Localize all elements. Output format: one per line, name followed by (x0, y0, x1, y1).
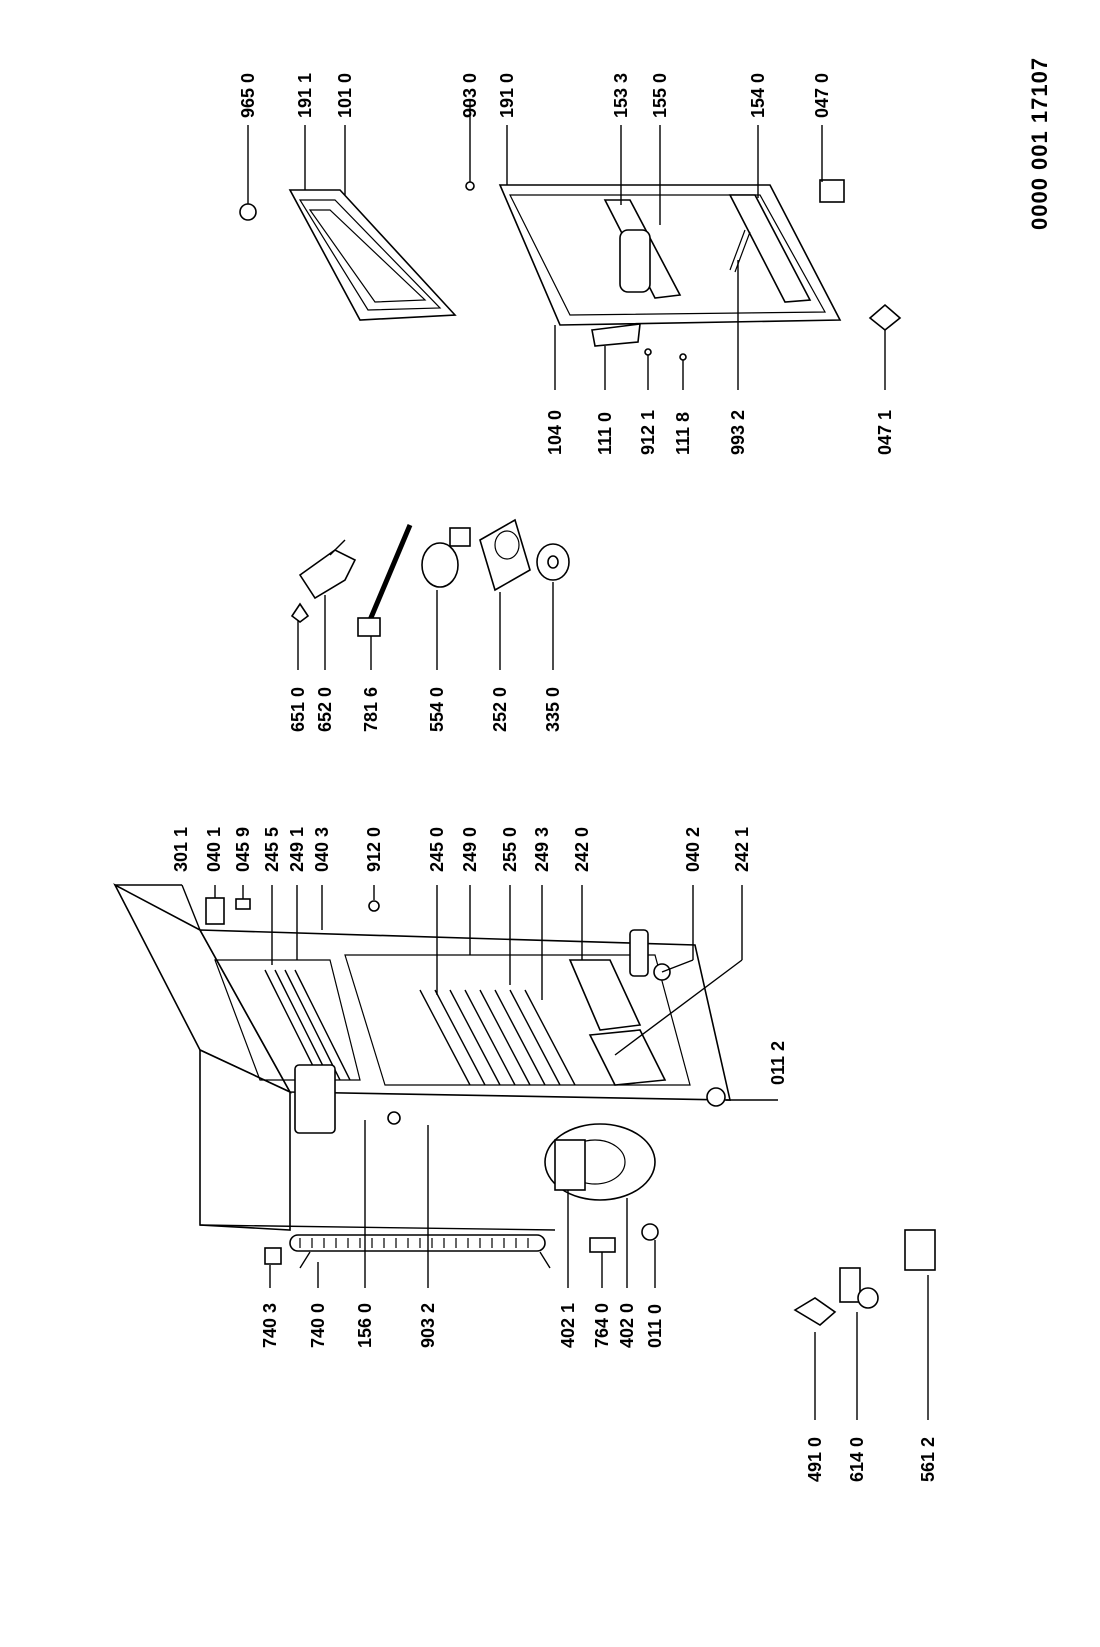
crisper-drawers (568, 959, 667, 1086)
cap-740-3 (264, 1247, 282, 1265)
cabinet-assembly (113, 883, 732, 1269)
label-903-2: 903 2 (418, 1303, 438, 1348)
loose-parts: 491 0 614 0 561 2 (793, 1229, 938, 1482)
label-040-1: 040 1 (204, 827, 224, 872)
door-shelf-154-0 (728, 194, 812, 303)
part-491-0 (793, 1297, 837, 1326)
label-740-3: 740 3 (260, 1303, 280, 1348)
label-155-0: 155 0 (650, 73, 670, 118)
hinge-040-2 (629, 929, 649, 977)
document-reference: 0000 001 17107 (1027, 57, 1052, 230)
label-156-0: 156 0 (355, 1303, 375, 1348)
label-255-0: 255 0 (500, 827, 520, 872)
label-011-0: 011 0 (645, 1304, 665, 1348)
freezer-door (288, 189, 457, 321)
label-912-1: 912 1 (638, 410, 658, 455)
screw-912-0 (368, 900, 380, 912)
door-leaders (247, 100, 886, 390)
label-045-9: 045 9 (233, 827, 253, 872)
label-249-0: 249 0 (460, 827, 480, 872)
label-651-0: 651 0 (288, 687, 308, 732)
label-249-1: 249 1 (287, 827, 307, 872)
label-101-0: 101 0 (335, 73, 355, 118)
cap-965-0 (239, 203, 257, 221)
label-903-0: 903 0 (460, 73, 480, 118)
label-491-0: 491 0 (805, 1437, 825, 1482)
label-561-2: 561 2 (918, 1437, 938, 1482)
label-402-0: 402 0 (617, 1303, 637, 1348)
door-assembly (239, 179, 902, 361)
label-153-3: 153 3 (611, 73, 631, 118)
label-652-0: 652 0 (315, 687, 335, 732)
part-335-0 (536, 543, 570, 581)
cabinet-labels-bottom: 740 3 740 0 156 0 903 2 402 1 764 0 402 … (260, 1303, 665, 1348)
screw-111-8 (679, 353, 687, 361)
label-191-1: 191 1 (295, 73, 315, 118)
cabinet-leaders (115, 884, 778, 1288)
foot-011-2 (706, 1087, 726, 1107)
label-111-8: 111 8 (673, 412, 693, 455)
label-402-1: 402 1 (558, 1303, 578, 1348)
part-651-0 (290, 602, 310, 623)
door-labels-top: 965 0 191 1 101 0 903 0 191 0 153 3 155 … (238, 73, 832, 118)
part-652-0 (298, 549, 357, 600)
label-245-0: 245 0 (427, 827, 447, 872)
cabinet-labels-top: 301 1 040 1 045 9 245 5 249 1 040 3 912 … (171, 827, 788, 1085)
label-252-0: 252 0 (490, 687, 510, 732)
fridge-door (498, 184, 842, 326)
label-040-3: 040 3 (312, 827, 332, 872)
label-249-3: 249 3 (532, 827, 552, 872)
label-040-2: 040 2 (683, 827, 703, 872)
part-047-0 (819, 179, 845, 203)
grid-shelves (264, 969, 576, 1086)
egg-tray (619, 229, 651, 293)
label-335-0: 335 0 (543, 687, 563, 732)
hinge-111-0 (591, 323, 641, 347)
screw-903-0 (465, 181, 475, 191)
label-047-0: 047 0 (812, 73, 832, 118)
part-781-6 (357, 524, 413, 637)
label-301-1: 301 1 (171, 827, 191, 872)
hinge-040-1 (205, 897, 225, 925)
label-111-0: 111 0 (595, 412, 615, 455)
label-740-0: 740 0 (308, 1303, 328, 1348)
label-154-0: 154 0 (748, 73, 768, 118)
label-242-1: 242 1 (732, 827, 752, 872)
label-191-0: 191 0 (497, 73, 517, 118)
pin-045-9 (235, 898, 251, 910)
label-245-5: 245 5 (262, 827, 282, 872)
label-764-0: 764 0 (592, 1303, 612, 1348)
label-047-1: 047 1 (875, 410, 895, 455)
part-252-0 (479, 518, 531, 592)
door-labels-bottom: 104 0 111 0 912 1 111 8 993 2 047 1 (545, 410, 895, 455)
label-554-0: 554 0 (427, 687, 447, 732)
part-614-0 (839, 1267, 861, 1303)
label-912-0: 912 0 (364, 827, 384, 872)
compressor (544, 1123, 659, 1253)
electrical-parts: 651 0 652 0 781 6 554 0 252 0 335 0 (288, 518, 570, 732)
label-242-0: 242 0 (572, 827, 592, 872)
label-104-0: 104 0 (545, 410, 565, 455)
label-614-0: 614 0 (847, 1437, 867, 1482)
label-965-0: 965 0 (238, 73, 258, 118)
label-993-2: 993 2 (728, 410, 748, 455)
label-011-2: 011 2 (768, 1041, 788, 1085)
part-554-0 (421, 542, 459, 588)
label-781-6: 781 6 (361, 687, 381, 732)
condenser-coil (289, 1234, 551, 1269)
part-561-2 (904, 1229, 936, 1271)
screw-903-2 (387, 1111, 401, 1125)
part-047-1 (868, 303, 902, 332)
ice-tray (294, 1064, 336, 1134)
screw-912-1 (644, 348, 652, 356)
